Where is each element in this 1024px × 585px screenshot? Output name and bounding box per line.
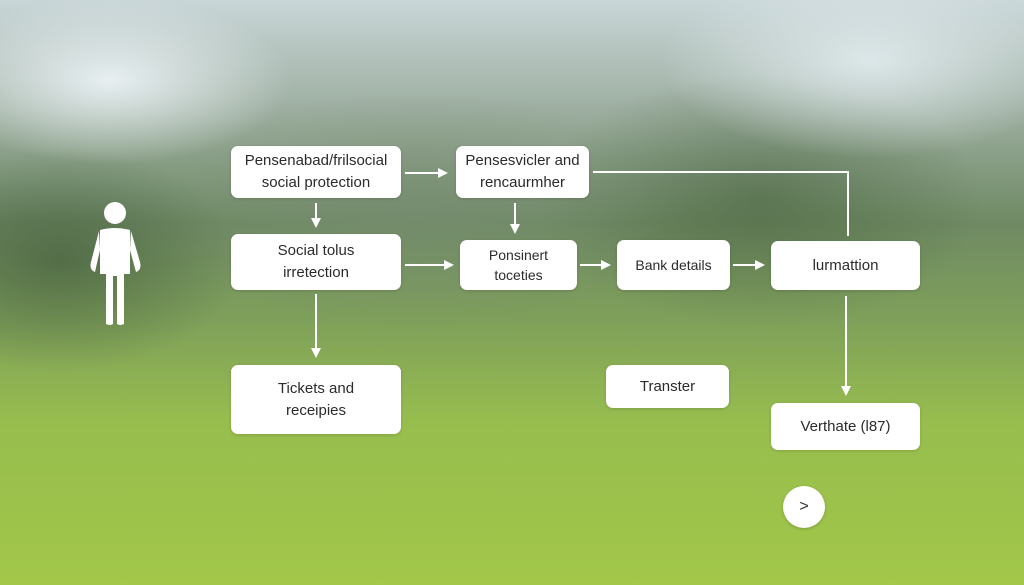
node-bank-details[interactable]: Bank details xyxy=(617,240,730,290)
node-pension-services[interactable]: Pensesvicler and rencaurmher xyxy=(456,146,589,198)
node-personal-social-protection[interactable]: Pensenabad/frilsocial social protection xyxy=(231,146,401,198)
node-social-protection[interactable]: Social tolus irretection xyxy=(231,234,401,290)
chevron-right-icon: > xyxy=(799,498,809,515)
node-label: Transter xyxy=(639,377,696,395)
arrow-n2-to-n6 xyxy=(593,171,849,236)
node-tickets-receipts[interactable]: Tickets and receipies xyxy=(231,365,401,434)
node-label-line1: Tickets and xyxy=(277,379,355,397)
node-label-line2: social protection xyxy=(261,174,371,191)
node-label-line2: receipies xyxy=(285,401,347,419)
person-icon xyxy=(90,202,141,325)
node-verification[interactable]: Verthate (l87) xyxy=(771,403,920,450)
node-transfer[interactable]: Transter xyxy=(606,365,729,408)
node-label-line1: Ponsinert xyxy=(488,246,549,263)
node-label-line1: Social tolus xyxy=(277,242,355,260)
node-information[interactable]: lurmattion xyxy=(771,241,920,290)
node-label: Verthate (l87) xyxy=(800,417,891,435)
node-label: Bank details xyxy=(635,256,712,273)
node-label-line2: rencaurmher xyxy=(479,174,566,191)
node-label-line2: toceties xyxy=(494,267,543,283)
node-pension-societies[interactable]: Ponsinert toceties xyxy=(460,240,577,290)
node-label-line1: Pensesvicler and xyxy=(465,152,580,170)
node-label-line1: Pensenabad/frilsocial xyxy=(244,152,388,170)
node-label: lurmattion xyxy=(812,256,879,274)
node-label-line2: irretection xyxy=(283,264,349,281)
next-button[interactable]: > xyxy=(783,486,825,528)
